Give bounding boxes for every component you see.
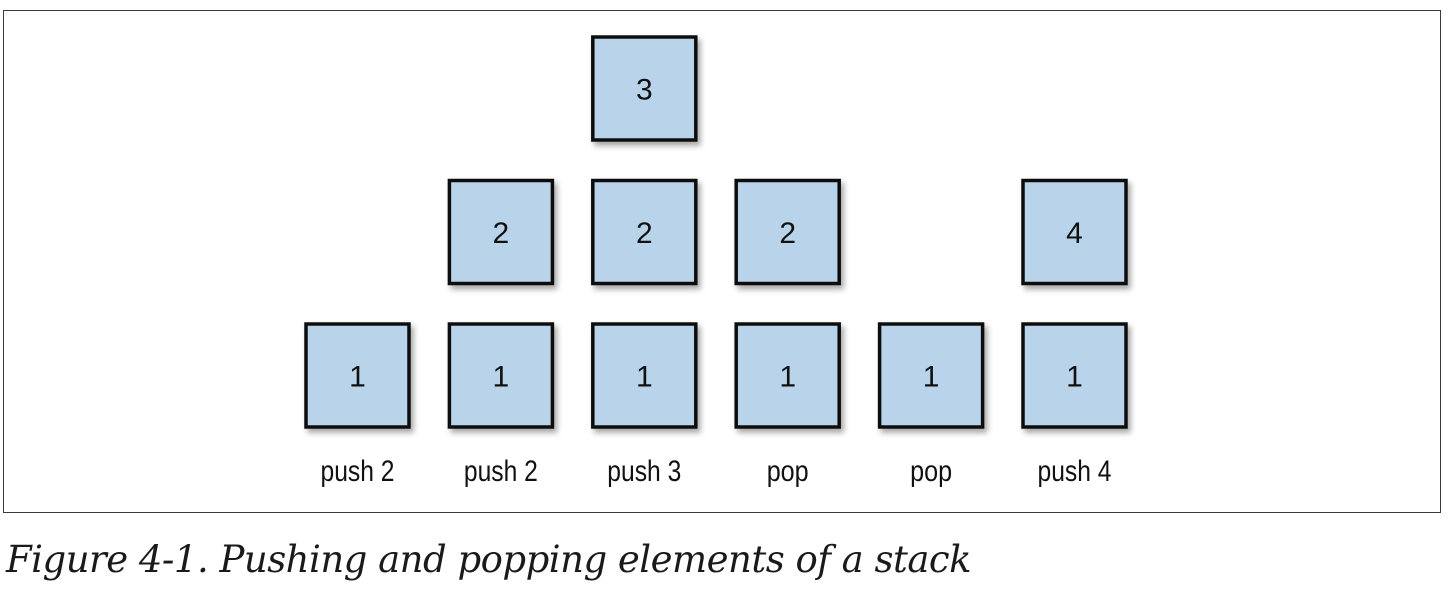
operation-label: push 3 xyxy=(607,455,681,488)
stack-element-value: 4 xyxy=(1066,217,1083,250)
stack-element-box: 1 xyxy=(1021,322,1128,429)
stack-element-value: 1 xyxy=(493,361,510,394)
stack-element-box: 4 xyxy=(1021,178,1128,286)
operation-label: push 2 xyxy=(321,455,395,488)
stack-element-rect xyxy=(447,322,555,429)
stack-element-box: 3 xyxy=(591,35,698,142)
stack-element-box: 1 xyxy=(304,322,411,429)
stack-step-1: 1 push 2 xyxy=(304,322,411,488)
stack-element-rect xyxy=(591,178,698,286)
stack-element-box: 1 xyxy=(734,322,841,429)
stack-step-3: 1 2 3 push 3 xyxy=(591,35,698,488)
stack-step-2: 1 2 push 2 xyxy=(447,178,555,488)
operation-label: pop xyxy=(767,455,809,488)
stack-element-rect xyxy=(1021,322,1128,429)
stack-element-value: 1 xyxy=(779,361,796,394)
figure-frame: 1 push 2 1 2 push 2 1 2 3 push 3 1 2 pop 1 pop 1 4 push … xyxy=(3,10,1441,513)
stack-step-5: 1 pop xyxy=(877,322,985,488)
stack-element-box: 2 xyxy=(734,178,841,286)
stack-element-rect xyxy=(877,322,985,429)
stack-element-box: 1 xyxy=(877,322,985,429)
stack-diagram: 1 push 2 1 2 push 2 1 2 3 push 3 1 2 pop 1 pop 1 4 push … xyxy=(304,35,1128,488)
stack-element-rect xyxy=(734,178,841,286)
stack-element-value: 1 xyxy=(349,361,366,394)
stack-element-rect xyxy=(447,178,555,286)
stack-element-rect xyxy=(1021,178,1128,286)
stack-element-rect xyxy=(591,35,698,142)
operation-label: pop xyxy=(910,455,952,488)
stack-element-rect xyxy=(304,322,411,429)
operation-label: push 4 xyxy=(1038,455,1112,488)
figure-caption: Figure 4-1. Pushing and popping elements… xyxy=(6,538,972,581)
operation-label: push 2 xyxy=(464,455,538,488)
stack-element-value: 2 xyxy=(493,217,510,250)
stack-element-rect xyxy=(591,322,698,429)
stack-element-box: 2 xyxy=(591,178,698,286)
stack-element-value: 3 xyxy=(636,74,653,107)
stack-element-box: 2 xyxy=(447,178,555,286)
stack-element-box: 1 xyxy=(447,322,555,429)
stack-element-value: 2 xyxy=(779,217,796,250)
stack-step-6: 1 4 push 4 xyxy=(1021,178,1128,488)
stack-element-rect xyxy=(734,322,841,429)
stack-step-4: 1 2 pop xyxy=(734,178,841,488)
stack-element-box: 1 xyxy=(591,322,698,429)
stack-element-value: 1 xyxy=(636,361,653,394)
stack-element-value: 1 xyxy=(923,361,940,394)
stack-element-value: 2 xyxy=(636,217,653,250)
stack-element-value: 1 xyxy=(1066,361,1083,394)
